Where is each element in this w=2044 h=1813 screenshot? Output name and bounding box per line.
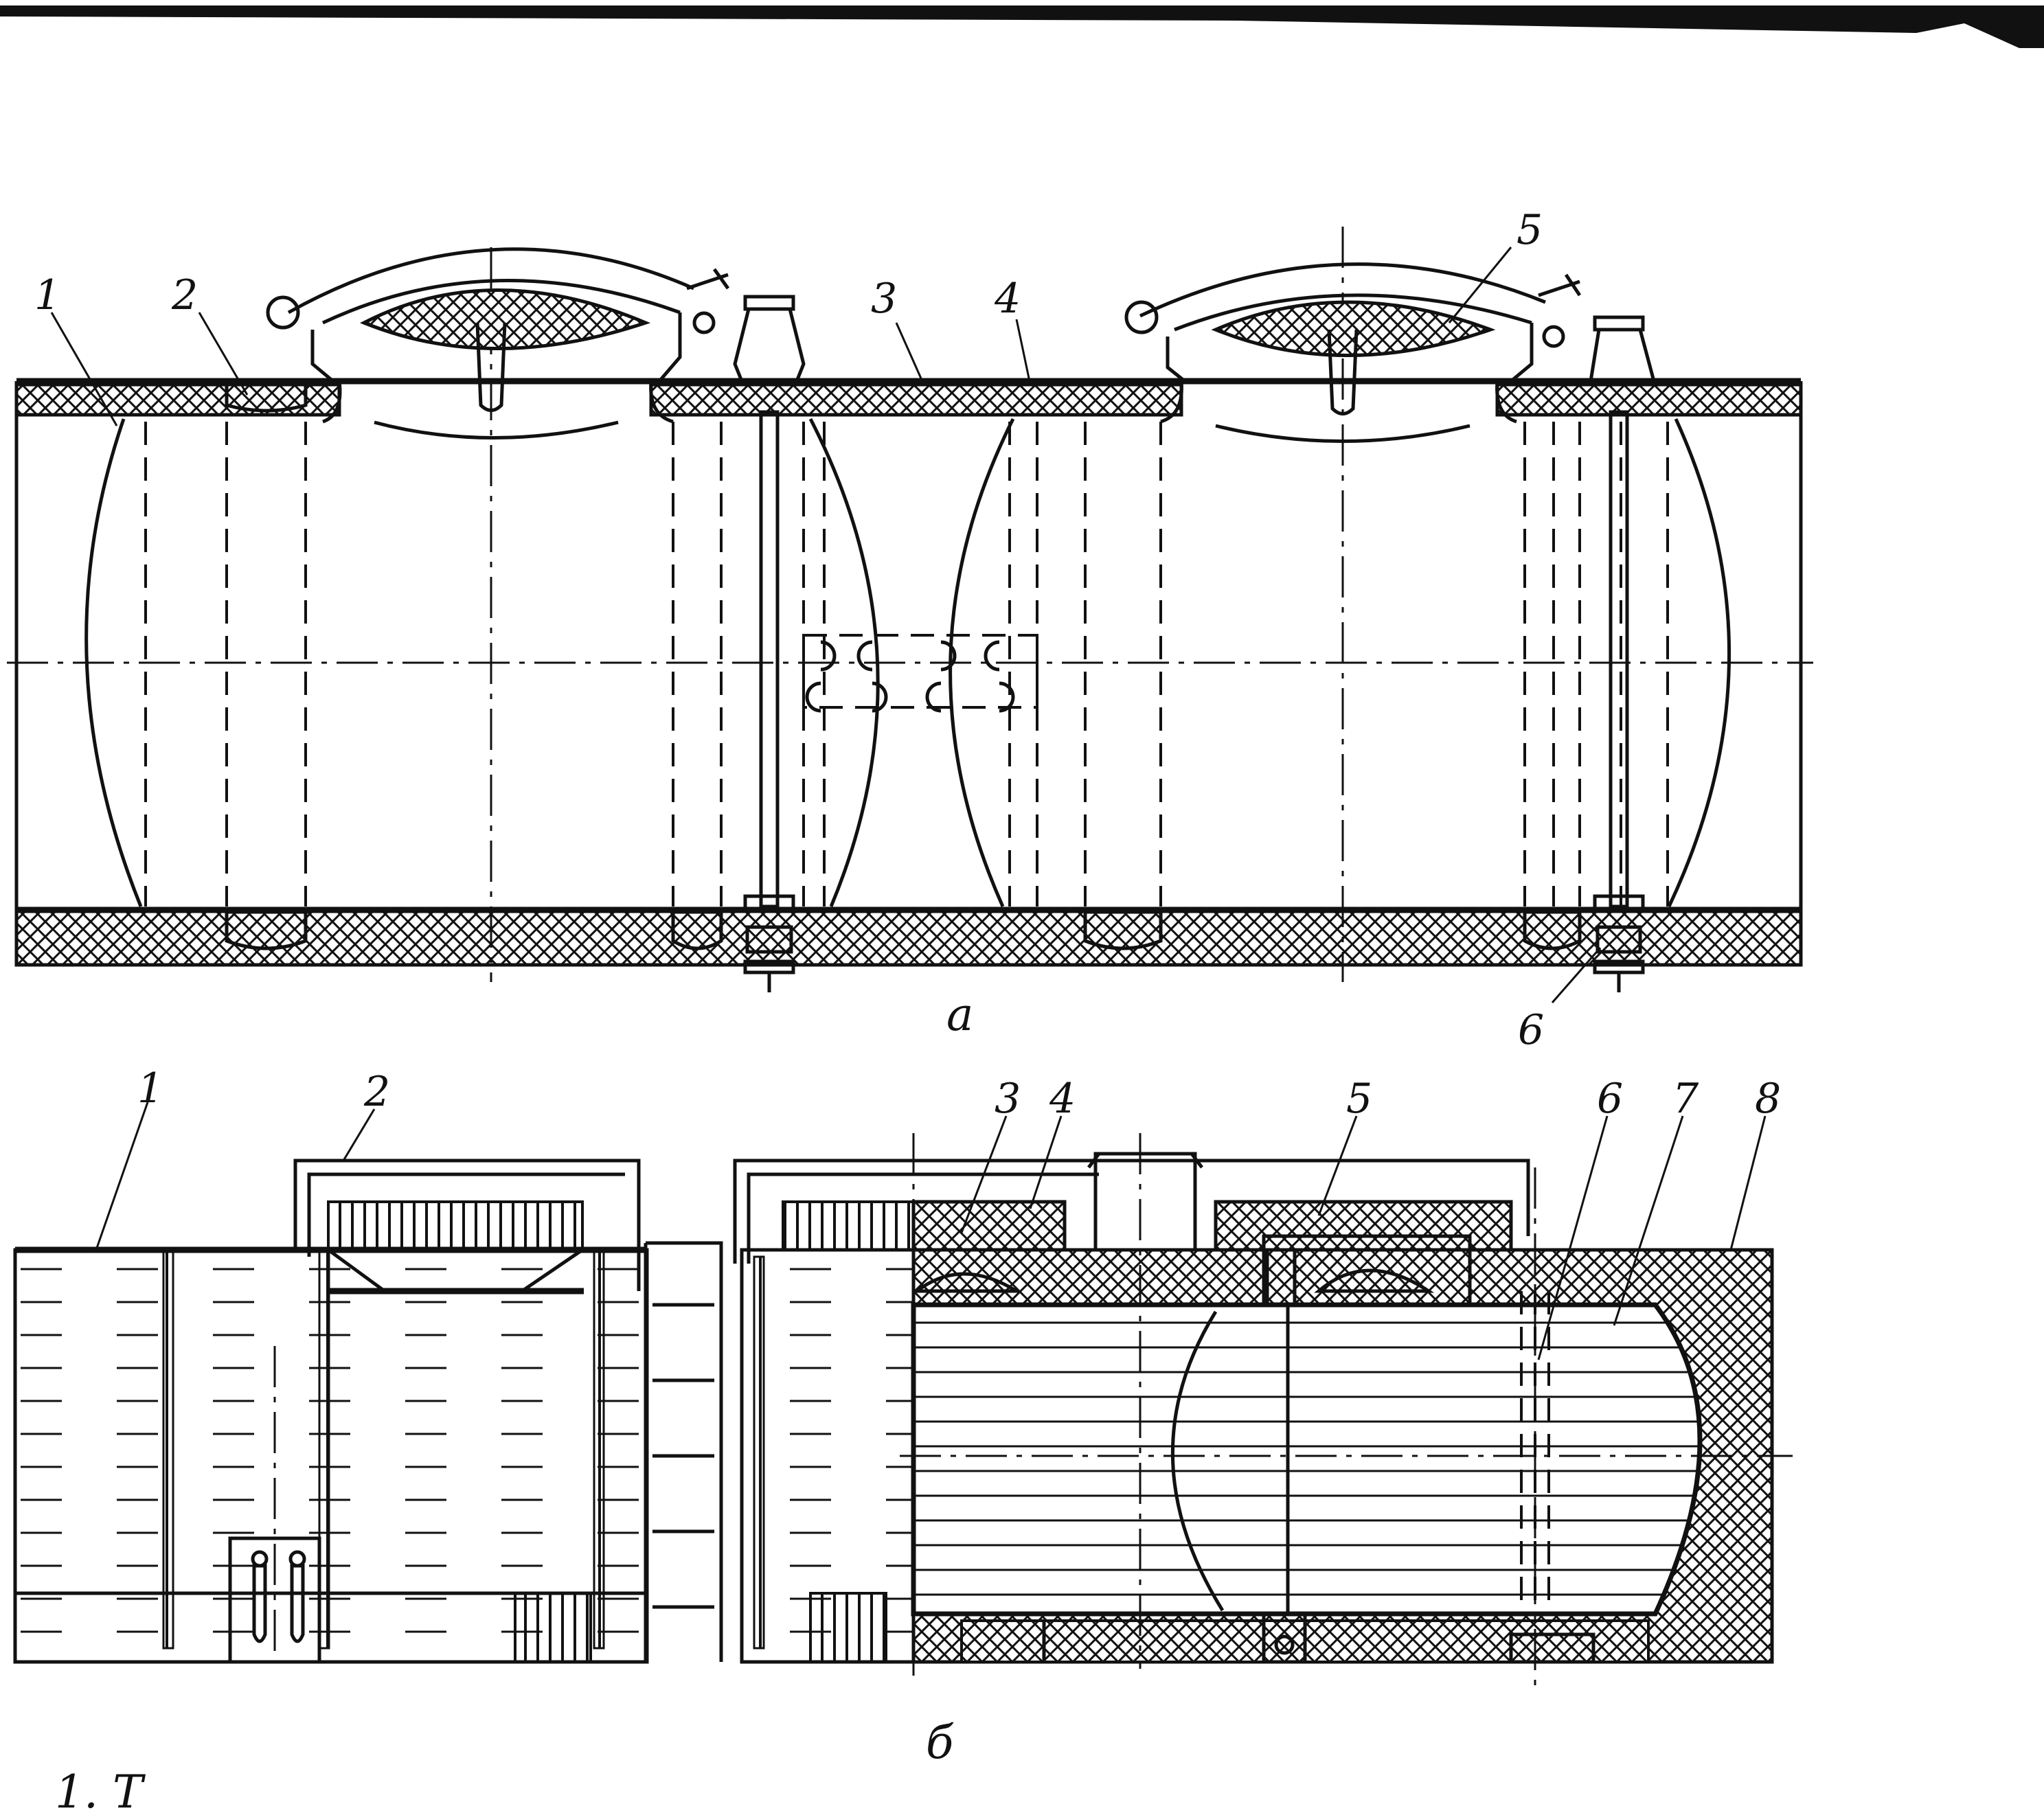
view-a-label-3: 3: [871, 275, 897, 323]
view-a-label-5: 5: [1517, 206, 1543, 254]
view-b-label-5: 5: [1346, 1075, 1372, 1123]
view-a-caption: а: [946, 988, 973, 1041]
view-a-labels: 1 2 3 4 5 6 а: [34, 206, 1602, 1054]
view-b-labels: 1 2 3 4 5 6 7 8 б: [95, 1064, 1781, 1769]
view-b-label-4: 4: [1049, 1075, 1076, 1123]
view-b-label-6: 6: [1597, 1075, 1623, 1123]
view-b-label-3: 3: [995, 1075, 1021, 1123]
view-a-drawing: [7, 227, 1813, 992]
view-a-label-4: 4: [994, 275, 1021, 323]
view-b-label-1: 1: [137, 1064, 163, 1113]
view-a-label-2: 2: [171, 271, 198, 319]
view-b-label-8: 8: [1755, 1075, 1781, 1123]
scan-top-edge: [0, 5, 2044, 48]
view-b-label-2: 2: [363, 1068, 390, 1116]
view-b-caption: б: [926, 1716, 954, 1769]
view-b-drawing: [13, 1133, 1793, 1689]
view-b-label-7: 7: [1672, 1075, 1699, 1123]
view-a-label-6: 6: [1518, 1006, 1544, 1054]
footer-fragment: 1. Т: [55, 1766, 146, 1813]
view-a-label-1: 1: [34, 271, 60, 319]
